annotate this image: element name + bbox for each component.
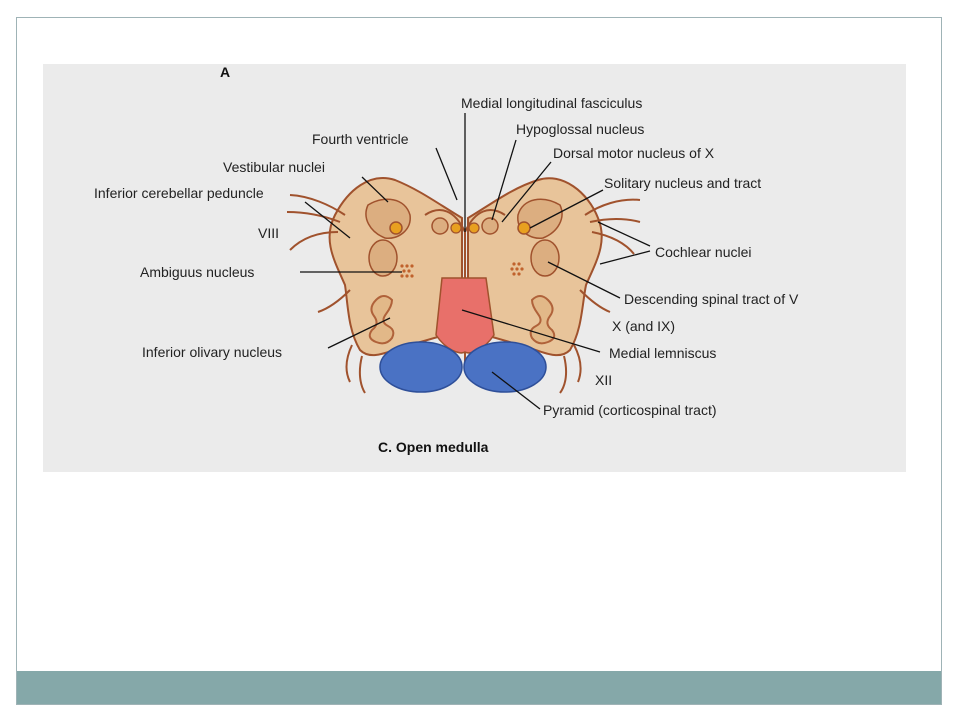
spinal-v-right <box>530 239 560 277</box>
label-descending-spinal-tract-v: Descending spinal tract of V <box>624 291 799 307</box>
label-viii: VIII <box>258 225 279 241</box>
leader-lines <box>300 113 651 410</box>
label-ambiguus-nucleus: Ambiguus nucleus <box>140 264 254 280</box>
label-hypoglossal-nucleus: Hypoglossal nucleus <box>516 121 644 137</box>
nerve-roots-left <box>286 194 366 394</box>
label-pyramid: Pyramid (corticospinal tract) <box>543 402 717 418</box>
hypoglossal-left <box>450 222 462 234</box>
label-medial-longitudinal-fasciculus: Medial longitudinal fasciculus <box>461 95 642 111</box>
label-inferior-olivary-nucleus: Inferior olivary nucleus <box>142 344 282 360</box>
ambiguus-dots-right <box>510 262 524 276</box>
footer-bar <box>17 671 941 704</box>
olive-left <box>368 295 395 345</box>
label-x-and-ix: X (and IX) <box>612 318 675 334</box>
label-fourth-ventricle: Fourth ventricle <box>312 131 409 147</box>
medulla-section <box>286 177 641 394</box>
panel-letter: A <box>220 64 230 80</box>
label-medial-lemniscus: Medial lemniscus <box>609 345 716 361</box>
pyramid-right <box>463 341 547 393</box>
solitary-nucleus-right <box>517 221 531 235</box>
pyramid-left <box>379 341 463 393</box>
olive-right <box>529 295 556 345</box>
diagram-labels: A Medial longitudinal fasciculus Hypoglo… <box>94 64 799 455</box>
label-xii: XII <box>595 372 612 388</box>
figure-caption: C. Open medulla <box>378 439 489 455</box>
spinal-v-left <box>368 239 398 277</box>
dorsal-motor-left <box>431 217 449 235</box>
label-inferior-cerebellar-peduncle: Inferior cerebellar peduncle <box>94 185 264 201</box>
solitary-nucleus-left <box>389 221 403 235</box>
nerve-roots-right <box>559 198 641 394</box>
hypoglossal-right <box>468 222 480 234</box>
label-dorsal-motor-nucleus-x: Dorsal motor nucleus of X <box>553 145 715 161</box>
label-solitary-nucleus-tract: Solitary nucleus and tract <box>604 175 761 191</box>
label-vestibular-nuclei: Vestibular nuclei <box>223 159 325 175</box>
label-cochlear-nuclei: Cochlear nuclei <box>655 244 752 260</box>
ambiguus-dots-left <box>400 264 414 278</box>
dorsal-motor-right <box>481 217 499 235</box>
medial-lemniscus <box>435 277 495 354</box>
